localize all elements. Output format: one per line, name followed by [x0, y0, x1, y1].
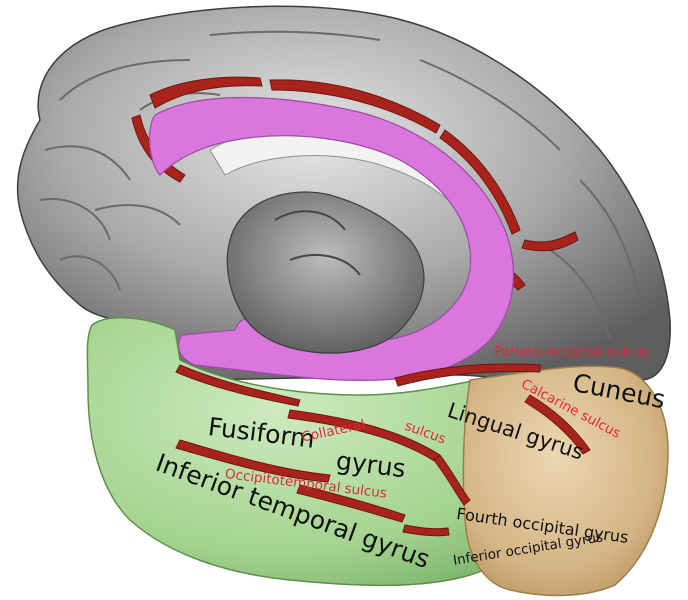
label-parieto-occipital-sulcus: Parieto-occipital sulcus	[494, 344, 649, 360]
